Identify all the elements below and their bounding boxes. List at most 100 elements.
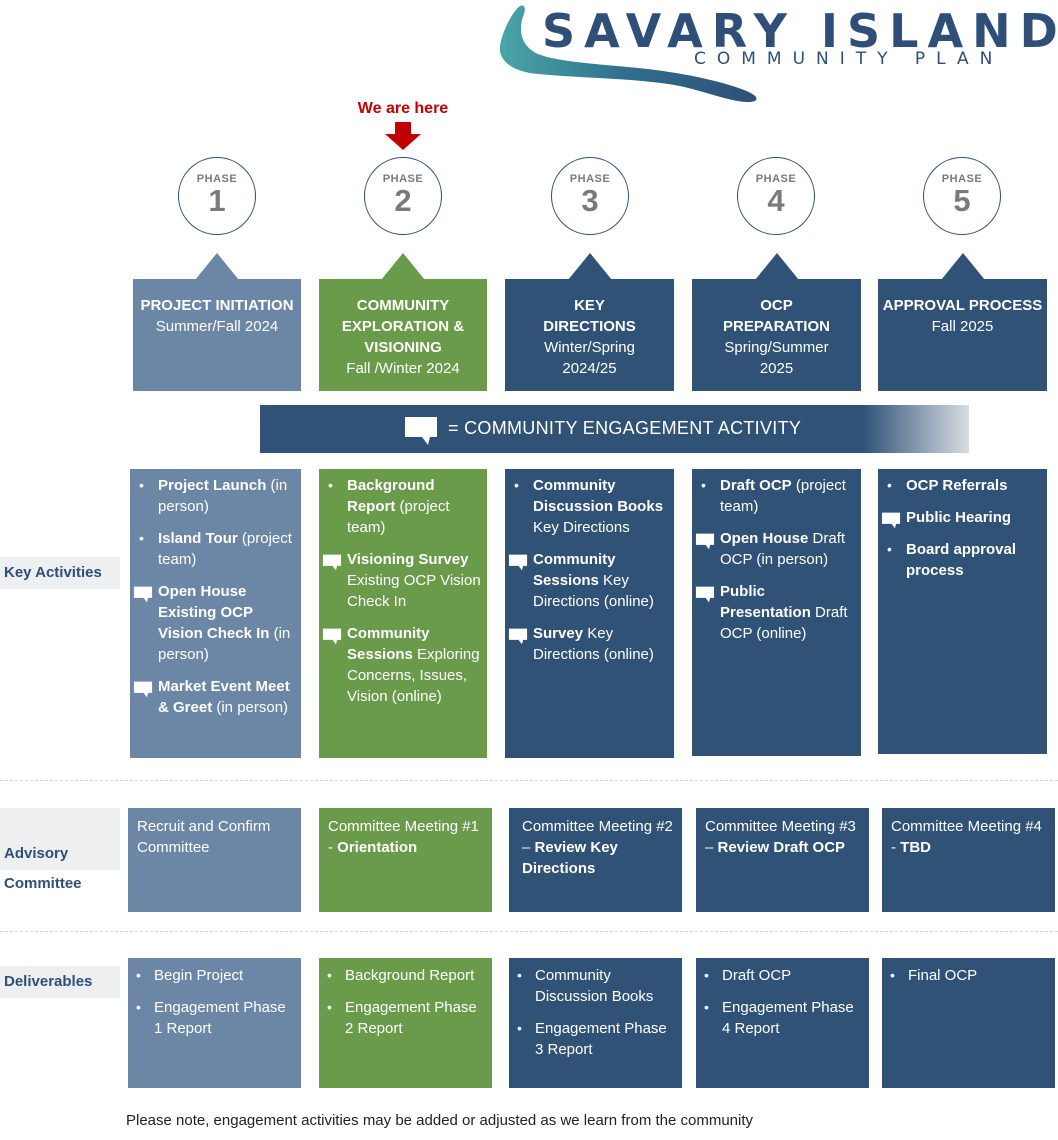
activity-detail: (project team) [720,477,846,515]
deliverable-item: •Begin Project [128,965,295,986]
deliverable-item: •Engagement Phase 1 Report [128,997,295,1039]
activity-detail: Key Directions [533,519,630,536]
bullet-icon: • [139,477,144,493]
bullet-icon: • [704,999,709,1015]
phase-header-2: COMMUNITY EXPLORATION & VISIONING Fall /… [319,253,487,391]
activity-detail: Existing OCP Vision Check In [347,572,481,610]
activities-phase-3: • Community Discussion Books Key Directio… [505,469,674,758]
row-label-key-activities: Key Activities [0,557,120,589]
engagement-activity-item: Community Sessions Exploring Concerns, I… [319,623,481,707]
activities-phase-2: •Background Report (project team)Visioni… [319,469,487,758]
phase-word: PHASE [569,173,611,185]
bullet-icon: • [328,477,333,493]
deliverable-text: Engagement Phase 2 Report [345,999,477,1037]
deliverable-item: • Draft OCP [696,965,863,986]
activity-item: •Board approval process [878,539,1041,581]
phase-header-4: OCP PREPARATION Spring/Summer 2025 [692,253,861,391]
speech-bubble-icon [133,586,153,603]
deliverables-phase-2: • Background Report •Engagement Phase 2 Re… [319,958,492,1088]
bullet-icon: • [514,477,519,493]
phase-word: PHASE [196,173,238,185]
activity-title: Draft OCP [720,477,792,494]
activity-title: Public Presentation [720,583,811,621]
activity-detail: Draft OCP (online) [720,604,848,642]
row-label-deliverables: Deliverables [0,966,120,998]
speech-bubble-icon [322,628,342,645]
committee-phase-4: Committee Meeting #3 – Review Draft OCP [696,808,869,912]
committee-text: Recruit and Confirm Committee [137,818,271,856]
speech-bubble-icon [508,628,528,645]
committee-topic: Review Key Directions [522,839,618,877]
activity-detail: Exploring Concerns, Issues, Vision (onli… [347,646,480,705]
bullet-icon: • [136,999,141,1015]
deliverable-item: •Engagement Phase 2 Report [319,997,486,1039]
engagement-activity-item: Open House Existing OCP Vision Check In … [130,581,295,665]
activity-title: Market Event Meet & Greet [158,678,290,716]
phase-header-3: KEY DIRECTIONS Winter/Spring 2024/25 [505,253,674,391]
activity-title: Background Report [347,477,435,515]
committee-phase-2: Committee Meeting #1 - Orientation [319,808,492,912]
activity-title: Open House Existing OCP Vision Check In [158,583,270,642]
deliverable-item: • Background Report [319,965,486,986]
phase-number: 4 [767,183,785,218]
island-shape-icon [499,5,757,102]
activity-title: Island Tour [158,530,238,547]
phase-title: KEY DIRECTIONS [543,297,636,335]
deliverable-item: •Engagement Phase 4 Report [696,997,863,1039]
deliverable-item: •Community Discussion Books [509,965,676,1007]
bullet-icon: • [890,967,895,983]
activity-title: Community Sessions [533,551,616,589]
activity-title: Board approval process [906,541,1017,579]
bullet-icon: • [136,967,141,983]
logo-title: SAVARY ISLAND [542,4,1058,58]
phase-number: 3 [581,183,599,218]
bullet-icon: • [517,967,522,983]
logo: SAVARY ISLAND COMMUNITY PLAN [498,2,1058,112]
bullet-icon: • [327,967,332,983]
committee-topic: TBD [900,839,931,856]
deliverables-phase-3: •Community Discussion Books•Engagement P… [509,958,682,1088]
engagement-activity-item: Survey Key Directions (online) [505,623,668,665]
committee-text: Committee Meeting #1 - [328,818,479,856]
phase-dates: Winter/Spring 2024/25 [544,339,635,377]
phase-title: PROJECT INITIATION [140,297,294,314]
bullet-icon: • [887,477,892,493]
committee-text: Committee Meeting #3 – [705,818,856,856]
row-label-advisory-committee: Advisory Committee [0,808,120,892]
bullet-icon: • [704,967,709,983]
activity-detail: (in person) [158,625,291,663]
phase-circle-1: PHASE 1 [178,157,256,235]
logo-subtitle: COMMUNITY PLAN [694,49,1004,69]
phase-circle-5: PHASE 5 [923,157,1001,235]
activity-detail: (in person) [158,477,288,515]
phase-header-5: APPROVAL PROCESS Fall 2025 [878,253,1047,391]
activity-item: •Project Launch (in person) [130,475,295,517]
speech-bubble-icon [881,512,901,529]
activity-title: Survey [533,625,584,642]
committee-topic: Review Draft OCP [717,839,846,856]
phase-dates: Summer/Fall 2024 [155,318,279,335]
phase-circle-4: PHASE 4 [737,157,815,235]
speech-bubble-icon [695,533,715,550]
activity-detail: (project team) [158,530,292,568]
activities-phase-4: •Draft OCP (project team)Open House Draf… [692,469,861,756]
phase-header-1: PROJECT INITIATION Summer/Fall 2024 [133,253,301,391]
down-arrow-icon [385,122,421,150]
committee-topic: Orientation [337,839,418,856]
speech-bubble-icon [405,417,437,445]
deliverables-phase-1: •Begin Project •Engagement Phase 1 Report [128,958,301,1088]
activity-item: • Community Discussion Books Key Directio… [505,475,668,538]
phase-title: APPROVAL PROCESS [882,297,1043,314]
row-label-text: Advisory Committee [4,845,82,892]
current-phase-label: We are here [357,100,449,117]
activity-item: •Background Report (project team) [319,475,481,538]
committee-phase-3: Committee Meeting #2 – Review Key Direct… [509,808,682,912]
deliverable-text: Draft OCP [722,967,792,984]
committee-phase-5: Committee Meeting #4 - TBD [882,808,1055,912]
activity-detail: Draft OCP (in person) [720,530,846,568]
phase-title: COMMUNITY EXPLORATION & VISIONING [341,297,465,356]
activity-title: Community Discussion Books [533,477,664,515]
engagement-activity-item: Public Presentation Draft OCP (online) [692,581,855,644]
deliverable-text: Background Report [345,967,475,984]
